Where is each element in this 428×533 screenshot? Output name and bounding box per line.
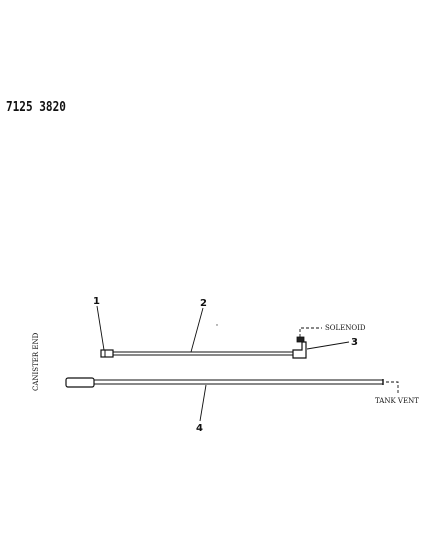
lower-hose-end [65,377,95,388]
part-number: 7125 3820 [6,100,66,115]
leader-2 [190,307,204,353]
leader-4 [199,384,207,422]
canister-fitting [100,349,114,358]
elbow-cap [296,336,305,343]
leader-1 [96,305,105,351]
callout-4: 4 [196,423,203,434]
tank-vent-dashed-leader [386,381,399,393]
solenoid-label: SOLENOID [325,324,366,332]
solenoid-dashed-leader [299,327,322,337]
callout-3: 3 [351,337,358,348]
scan-speck [216,324,218,326]
solenoid-elbow [292,341,307,359]
tank-vent-label: TANK VENT [375,397,419,405]
callout-1: 1 [93,296,100,307]
lower-hose [65,377,384,388]
leader-3 [306,341,350,350]
canister-end-label: CANISTER END [32,332,40,391]
upper-hose [100,336,307,359]
callout-2: 2 [200,298,207,309]
